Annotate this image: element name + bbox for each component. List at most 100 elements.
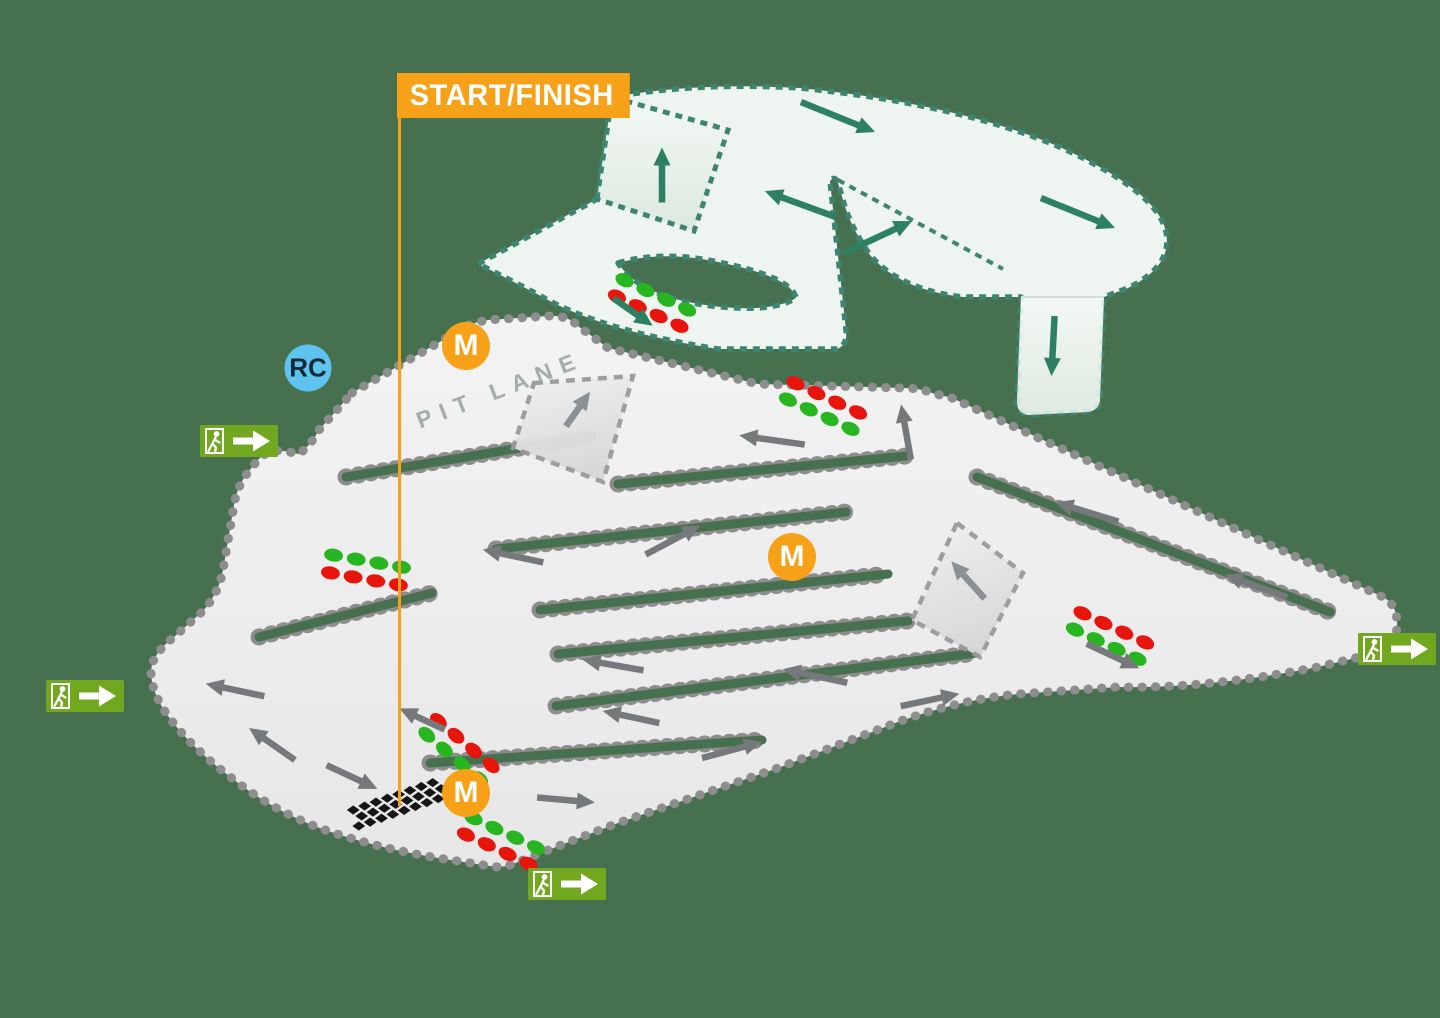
exit-arrow-icon [79, 685, 116, 707]
checker-diamond [397, 805, 411, 816]
checker-diamond [363, 817, 377, 827]
start-light [456, 827, 475, 842]
marshal-badge: M [768, 533, 816, 581]
start-finish-line [398, 118, 401, 806]
direction-arrow [764, 189, 837, 220]
start-light [366, 574, 386, 588]
direction-arrow [1043, 315, 1061, 376]
direction-arrow [563, 391, 591, 429]
exit-runner-icon [1363, 636, 1382, 662]
direction-arrow [799, 99, 876, 134]
checker-diamond [403, 785, 417, 796]
start-light [453, 756, 471, 773]
exit-runner-icon [51, 683, 70, 709]
start-lights-cluster [1065, 606, 1155, 666]
start-light [346, 552, 366, 566]
start-light [841, 421, 860, 436]
start-light [678, 302, 697, 317]
lane-divider [609, 447, 915, 493]
exit-arrow-icon [561, 873, 598, 895]
pit-bridge-ramp [510, 373, 637, 485]
start-light [636, 282, 655, 298]
start-light [436, 741, 453, 758]
direction-arrow [325, 762, 378, 789]
direction-arrow [951, 561, 988, 601]
direction-arrow [249, 727, 297, 763]
direction-arrow [899, 689, 960, 710]
direction-arrow [602, 706, 661, 727]
direction-arrow [582, 654, 645, 674]
direction-arrow [653, 147, 671, 203]
checker-diamond [346, 805, 360, 815]
start-light [828, 395, 847, 410]
exit-sign-graphic [200, 425, 278, 457]
direction-arrow [482, 544, 544, 566]
start-lights-cluster [321, 548, 411, 592]
direction-arrow [611, 295, 653, 326]
checker-diamond [380, 793, 394, 803]
exit-sign-graphic [1358, 633, 1436, 665]
start-light [615, 273, 634, 288]
start-lights-cluster [778, 376, 868, 436]
direction-arrow [701, 738, 762, 762]
upper-exit-ramp [1017, 297, 1104, 415]
start-light [807, 385, 826, 401]
checker-diamond [377, 803, 391, 813]
marshal-badge: M [442, 322, 490, 370]
direction-arrow [782, 664, 848, 687]
start-light [1094, 615, 1113, 631]
lane-divider [547, 644, 986, 715]
start-light [482, 757, 500, 774]
exit-sign-graphic [528, 868, 606, 900]
direction-arrow [739, 429, 806, 448]
start-light [418, 726, 436, 743]
lane-divider [531, 565, 897, 619]
start-light [849, 405, 868, 420]
direction-arrow [399, 708, 447, 733]
lane-divider [487, 503, 855, 558]
start-light [1136, 635, 1155, 650]
checker-diamond [423, 788, 437, 798]
checkered-start-line [346, 778, 448, 831]
emergency-exit-sign [200, 425, 278, 457]
lane-divider [549, 612, 917, 663]
start-light [447, 727, 465, 744]
start-light [778, 392, 797, 407]
checker-diamond [426, 778, 440, 788]
checker-diamond [431, 794, 445, 804]
start-light [506, 830, 525, 845]
start-light [324, 548, 344, 562]
checker-diamond [409, 801, 422, 812]
checker-diamond [375, 813, 388, 823]
checker-diamond [366, 807, 380, 817]
upper-track-seam [837, 178, 1004, 271]
checker-diamond [400, 795, 414, 806]
start-light [321, 566, 340, 580]
emergency-exit-sign [46, 680, 124, 712]
checker-diamond [352, 821, 366, 831]
start-light [1115, 625, 1134, 640]
start-light [485, 820, 504, 836]
exit-runner-icon [533, 871, 552, 897]
race-control-badge: RC [284, 344, 332, 392]
start-light [820, 411, 839, 427]
lane-divider [250, 584, 441, 646]
start-light [465, 742, 482, 759]
start-light [1073, 606, 1092, 621]
start-light [369, 556, 389, 570]
start-light [657, 292, 676, 307]
direction-arrow [895, 404, 915, 461]
start-light [527, 840, 546, 855]
exit-sign-graphic [46, 680, 124, 712]
checker-diamond [386, 809, 400, 819]
direction-arrow [1085, 640, 1140, 669]
start-light [670, 318, 689, 333]
start-light [786, 376, 805, 391]
direction-arrow [536, 792, 595, 810]
checker-diamond [369, 797, 383, 807]
exit-runner-icon [205, 428, 224, 454]
direction-arrow [1039, 195, 1116, 230]
direction-arrow [1055, 499, 1120, 525]
